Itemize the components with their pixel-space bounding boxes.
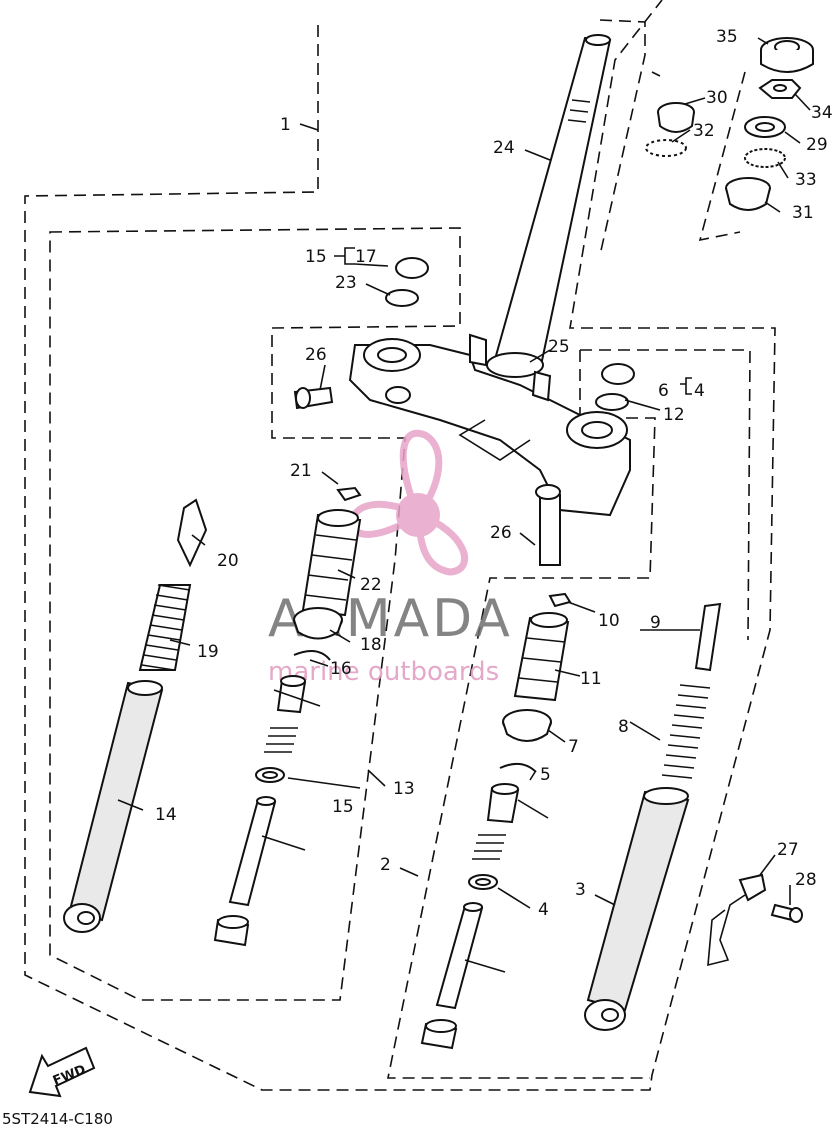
callout-16: 16 — [330, 659, 352, 679]
diagram-code: 5ST2414-C180 — [2, 1110, 113, 1128]
callout-26-left: 26 — [305, 345, 327, 365]
callout-33: 33 — [795, 170, 817, 190]
callout-9: 9 — [650, 613, 661, 633]
callout-10: 10 — [598, 611, 620, 631]
callout-20: 20 — [217, 551, 239, 571]
callout-3: 3 — [575, 880, 586, 900]
under-bracket-assembly — [293, 333, 631, 566]
callout-1: 1 — [280, 115, 291, 135]
callout-22: 22 — [360, 575, 382, 595]
callout-13: 13 — [393, 779, 415, 799]
callout-32: 32 — [693, 121, 715, 141]
callout-12: 12 — [663, 405, 685, 425]
assembly-group-outlines — [24, 0, 776, 1091]
callout-2: 2 — [380, 855, 391, 875]
callout-23: 23 — [335, 273, 357, 293]
callout-21: 21 — [290, 461, 312, 481]
callout-4-upper: 4 — [694, 381, 705, 401]
callout-15-upper: 15 — [305, 247, 327, 267]
callout-labels: 1 2 3 4 4 5 6 7 8 9 10 11 12 13 14 15 15… — [155, 27, 833, 920]
callout-31: 31 — [792, 203, 814, 223]
callout-5: 5 — [540, 765, 551, 785]
callout-8: 8 — [618, 717, 629, 737]
callout-15-lower: 15 — [332, 797, 354, 817]
right-fork-assembly — [420, 592, 803, 1050]
callout-19: 19 — [197, 642, 219, 662]
propeller-icon — [348, 429, 469, 576]
steering-stem — [490, 34, 612, 371]
callout-6: 6 — [658, 381, 669, 401]
callout-7: 7 — [568, 737, 579, 757]
cap-washers — [385, 257, 635, 411]
callout-26-right: 26 — [490, 523, 512, 543]
callout-30: 30 — [706, 88, 728, 108]
callout-35: 35 — [716, 27, 738, 47]
watermark-tagline: marine outboards — [268, 657, 499, 687]
callout-29: 29 — [806, 135, 828, 155]
forward-direction-arrow: FWD — [28, 1046, 96, 1098]
callout-11: 11 — [580, 669, 602, 689]
steering-bearing-parts — [645, 37, 814, 211]
callout-14: 14 — [155, 805, 177, 825]
callout-27: 27 — [777, 840, 799, 860]
leader-lines — [117, 37, 811, 973]
callout-17: 17 — [355, 247, 377, 267]
callout-28: 28 — [795, 870, 817, 890]
callout-24: 24 — [493, 138, 515, 158]
callout-18: 18 — [360, 635, 382, 655]
callout-25: 25 — [548, 337, 570, 357]
callout-34: 34 — [811, 103, 833, 123]
callout-4-lower: 4 — [538, 900, 549, 920]
left-fork-assembly — [63, 486, 362, 947]
